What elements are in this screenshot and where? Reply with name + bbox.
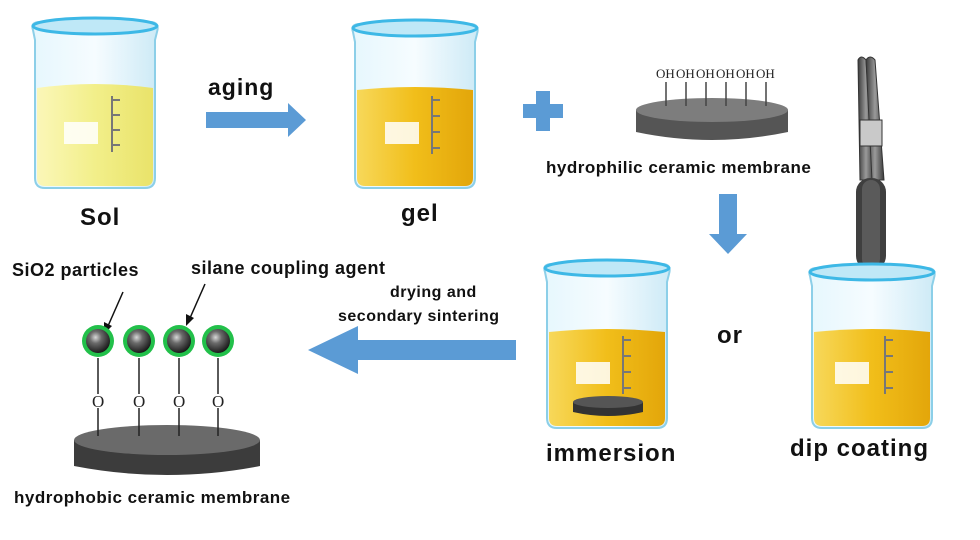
aging-arrow — [206, 103, 306, 137]
plus-icon — [523, 91, 563, 131]
sio2-pointer-line — [107, 291, 124, 327]
hydrophobic-membrane-label: hydrophobic ceramic membrane — [14, 488, 291, 507]
gel-beaker — [351, 18, 479, 189]
sol-label: Sol — [80, 204, 121, 231]
particle-icon — [163, 325, 195, 357]
oh-label: OH — [716, 66, 735, 81]
particle-icon — [202, 325, 234, 357]
drying-arrow — [308, 326, 516, 374]
o-link-label: O — [212, 392, 224, 411]
hydrophilic-membrane: OH OH OH OH OH OH — [636, 66, 788, 140]
o-link-label: O — [173, 392, 185, 411]
hydrophobic-membrane: O O O O — [74, 358, 260, 475]
particle-icon — [82, 325, 114, 357]
o-link-label: O — [133, 392, 145, 411]
o-link-label: O — [92, 392, 104, 411]
sol-beaker — [31, 16, 159, 189]
or-label: or — [717, 322, 743, 349]
immersion-beaker — [543, 258, 671, 429]
immersion-label: immersion — [546, 440, 677, 467]
oh-label: OH — [656, 66, 675, 81]
drying-label-line2: secondary sintering — [338, 308, 500, 325]
gel-label: gel — [401, 200, 439, 227]
aging-label: aging — [208, 74, 275, 100]
oh-label: OH — [696, 66, 715, 81]
silane-coupling-agent-label: silane coupling agent — [191, 258, 386, 278]
drying-label-line1: drying and — [390, 284, 477, 301]
hydrophilic-membrane-label: hydrophilic ceramic membrane — [546, 158, 812, 177]
down-arrow — [709, 194, 747, 254]
oh-label: OH — [676, 66, 695, 81]
oh-group-labels: OH OH OH OH OH OH — [656, 66, 775, 81]
tweezers-icon — [856, 56, 886, 270]
oh-label: OH — [736, 66, 755, 81]
silane-pointer-head — [186, 314, 194, 326]
dip-coating-label: dip coating — [790, 435, 929, 462]
silane-pointer-line — [189, 283, 206, 319]
oh-label: OH — [756, 66, 775, 81]
sio2-particles — [82, 325, 234, 357]
dip-coating-beaker — [808, 262, 936, 429]
sio2-particles-label: SiO2 particles — [12, 260, 140, 280]
particle-icon — [123, 325, 155, 357]
